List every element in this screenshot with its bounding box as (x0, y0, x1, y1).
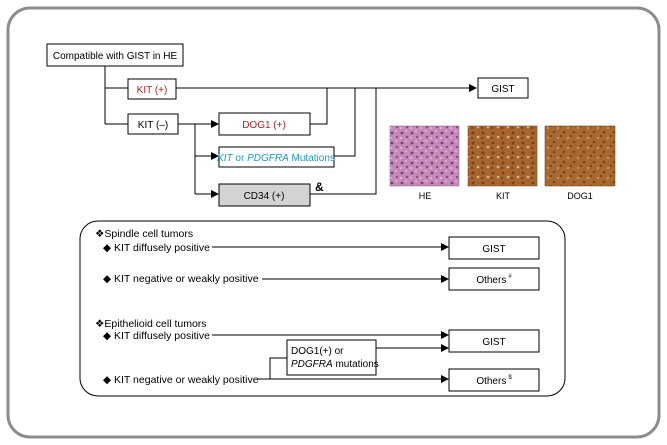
kit-positive-box (127, 78, 177, 100)
he-image-label: HE (419, 191, 432, 201)
epithelioid-diffuse-text: ◆ KIT diffusely positive (103, 330, 210, 342)
spindle-others-mark: # (508, 274, 512, 280)
he-stain-image (389, 125, 460, 187)
cd34-label: CD34 (+) (244, 191, 285, 202)
gist-result-box (477, 77, 529, 99)
spindle-others-label: Others# (476, 274, 512, 286)
kit-stain-image (467, 125, 538, 187)
epithelioid-gist-label: GIST (482, 337, 505, 348)
mutation-pdgfra: PDGFRA (247, 153, 289, 164)
dog1-positive-label: DOG1 (+) (242, 120, 286, 131)
dog1-pdgfra-line1: DOG1(+) or (291, 346, 344, 357)
spindle-gist-label: GIST (482, 244, 505, 255)
mutation-word: Mutations (289, 153, 335, 164)
spindle-diffuse-text: ◆ KIT diffusely positive (103, 242, 210, 254)
dog1-pdgfra-gene: PDGFRA (291, 359, 333, 370)
mutation-kit: KIT (217, 153, 233, 164)
dog1-positive-box (218, 112, 311, 136)
kit-negative-label: KIT (–) (138, 120, 168, 131)
dog1-stain-image (544, 125, 616, 187)
spindle-others-text: Others (476, 275, 506, 286)
spindle-gist-box (448, 236, 540, 260)
spindle-others-box (448, 267, 540, 291)
epithelioid-weak-connectors (258, 344, 449, 383)
mutation-box (218, 146, 335, 168)
spindle-title: ❖Spindle cell tumors (95, 228, 193, 240)
kit-positive-label: KIT (+) (137, 85, 168, 96)
spindle-weak-text: ◆ KIT negative or weakly positive (103, 273, 259, 285)
epithelioid-gist-box (448, 329, 540, 353)
epithelioid-weak-text: ◆ KIT negative or weakly positive (103, 374, 259, 386)
mutation-label: KIT or PDGFRA Mutations (217, 153, 335, 164)
dog1-pdgfra-mutations: mutations (333, 359, 379, 370)
dog1-pdgfra-box (286, 339, 377, 376)
cd34-box (218, 183, 311, 207)
epithelioid-title: ❖Epithelioid cell tumors (95, 318, 207, 330)
criteria-panel (79, 220, 566, 397)
epithelioid-others-label: Others$ (476, 375, 512, 387)
epithelioid-others-box (448, 368, 540, 392)
kit-image-label: KIT (496, 191, 511, 201)
start-box-label: Compatible with GIST in HE (53, 51, 178, 62)
start-box (46, 43, 184, 67)
kit-negative-box (127, 113, 179, 135)
epithelioid-others-text: Others (476, 376, 506, 387)
cd34-footnote: & (315, 180, 324, 194)
mutation-or: or (233, 153, 247, 164)
epithelioid-others-mark: $ (508, 375, 512, 381)
dog1-pdgfra-line2: PDGFRA mutations (291, 359, 379, 370)
flowchart-connectors (104, 66, 477, 198)
dog1-image-label: DOG1 (567, 191, 593, 201)
gist-result-label: GIST (491, 84, 514, 95)
